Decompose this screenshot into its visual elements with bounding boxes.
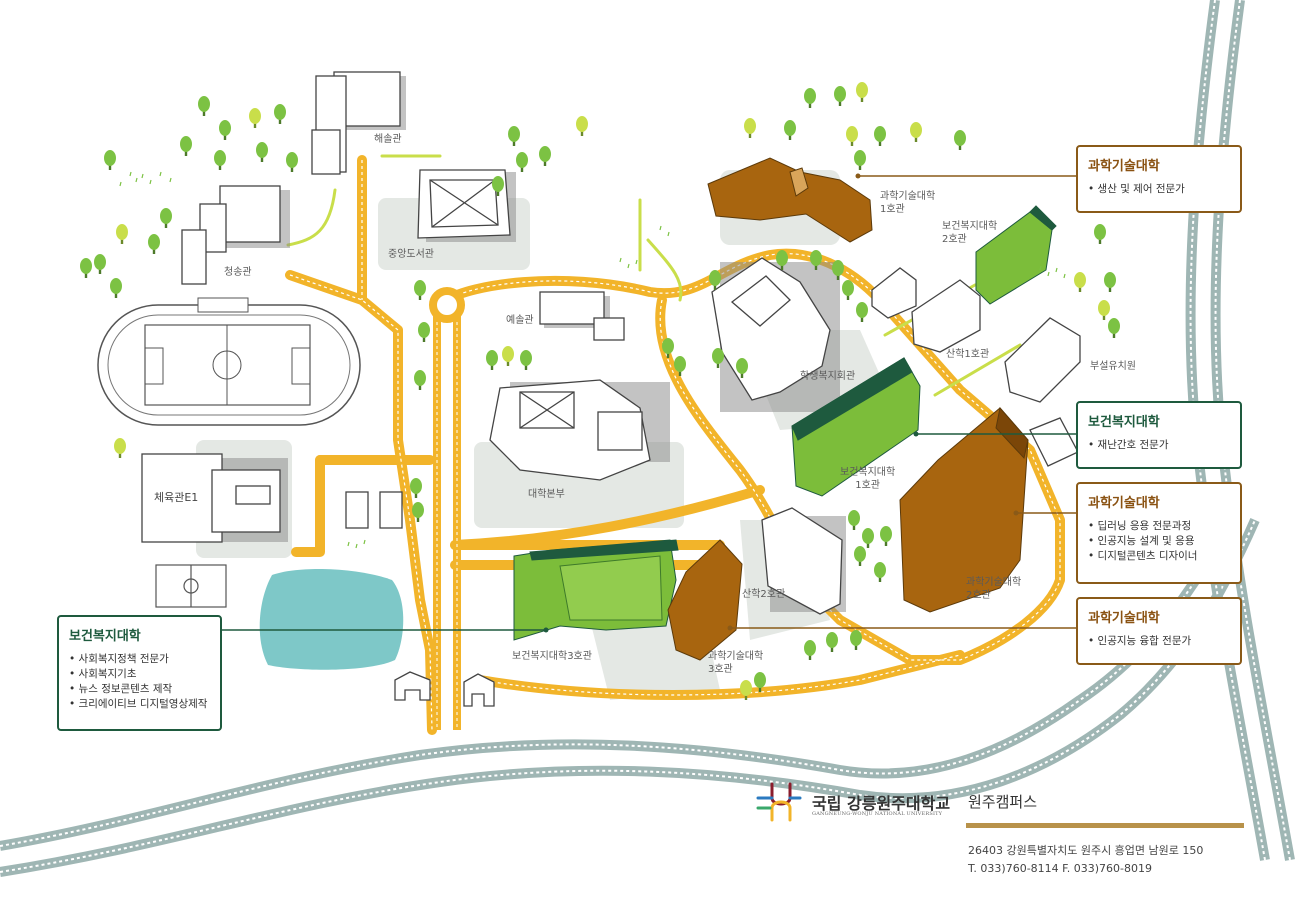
card-title: 과학기술대학 [1088,496,1160,511]
card-item: 인공지능 설계 및 응용 [1088,534,1230,549]
card-item: 인공지능 융합 전문가 [1088,634,1230,649]
label-yesol: 예솔관 [506,315,534,326]
card-list: 재난간호 전문가 [1088,438,1230,453]
card-health-social: 보건복지대학 사회복지정책 전문가 사회복지기초 뉴스 정보콘텐츠 제작 크리에… [57,615,222,731]
highway-bottom [0,517,1260,877]
green-buildings [513,205,1057,641]
label-central-library: 중앙도서관 [388,249,434,260]
label-kindergarten: 부설유치원 [1090,361,1136,372]
label-industry-2: 산학2호관 [742,589,786,600]
connector-lines [220,173,1078,633]
address-block: 26403 강원특별자치도 원주시 흥업면 남원로 150 T. 033)760… [968,842,1203,878]
white-buildings [141,71,1081,707]
card-title: 과학기술대학 [1088,159,1160,174]
label-health-welfare-2: 보건복지대학 2호관 [942,221,998,245]
small-field [155,564,227,608]
campus-name: 원주캠퍼스 [968,793,1038,811]
card-item: 사회복지정책 전문가 [69,652,210,667]
card-health-disaster: 보건복지대학 재난간호 전문가 [1076,401,1242,469]
grass-marks [119,171,1066,549]
card-item: 재난간호 전문가 [1088,438,1230,453]
main-avenue [433,310,461,730]
university-name: 국립 강릉원주대학교 [812,794,951,813]
university-name-en: GANGNEUNG-WONJU NATIONAL UNIVERSITY [812,811,943,817]
card-science-convergence: 과학기술대학 인공지능 융합 전문가 [1076,597,1242,665]
address-line: 26403 강원특별자치도 원주시 흥업면 남원로 150 [968,844,1204,857]
card-list: 생산 및 제어 전문가 [1088,182,1230,197]
label-gym: 체육관E1 [154,491,199,504]
card-item: 크리에이티브 디지털영상제작 [69,697,210,712]
card-title: 과학기술대학 [1088,611,1160,626]
card-title: 보건복지대학 [69,629,141,644]
card-item: 디지털콘텐츠 디자이너 [1088,549,1230,564]
card-item: 딥러닝 응용 전문과정 [1088,519,1230,534]
card-science-production: 과학기술대학 생산 및 제어 전문가 [1076,145,1242,213]
label-industry-1: 산학1호관 [946,349,990,360]
roundabout [429,287,465,323]
label-science-3: 과학기술대학 3호관 [708,651,764,675]
card-title: 보건복지대학 [1088,415,1160,430]
brown-buildings [667,157,1029,661]
card-item: 사회복지기초 [69,667,210,682]
label-student-welfare: 학생복지회관 [800,371,856,382]
card-list: 사회복지정책 전문가 사회복지기초 뉴스 정보콘텐츠 제작 크리에이티브 디지털… [69,652,210,712]
card-item: 생산 및 제어 전문가 [1088,182,1230,197]
label-haesol: 해솔관 [374,134,402,145]
pond [259,568,404,670]
label-main-hall: 대학본부 [528,489,565,500]
highway-right [1185,0,1295,861]
contact-line: T. 033)760-8114 F. 033)760-8019 [968,862,1152,875]
label-cheongsong: 청송관 [224,267,252,278]
label-health-welfare-3: 보건복지대학3호관 [512,651,592,662]
card-list: 인공지능 융합 전문가 [1088,634,1230,649]
label-health-welfare-1: 보건복지대학 1호관 [840,467,896,491]
card-list: 딥러닝 응용 전문과정 인공지능 설계 및 응용 디지털콘텐츠 디자이너 [1088,519,1230,564]
label-science-2: 과학기술대학 2호관 [966,577,1022,601]
label-science-1: 과학기술대학 1호관 [880,191,936,215]
university-logo-icon [756,782,802,822]
card-science-ai: 과학기술대학 딥러닝 응용 전문과정 인공지능 설계 및 응용 디지털콘텐츠 디… [1076,482,1242,584]
running-track [97,297,361,426]
card-item: 뉴스 정보콘텐츠 제작 [69,682,210,697]
footer-rule [966,823,1244,828]
